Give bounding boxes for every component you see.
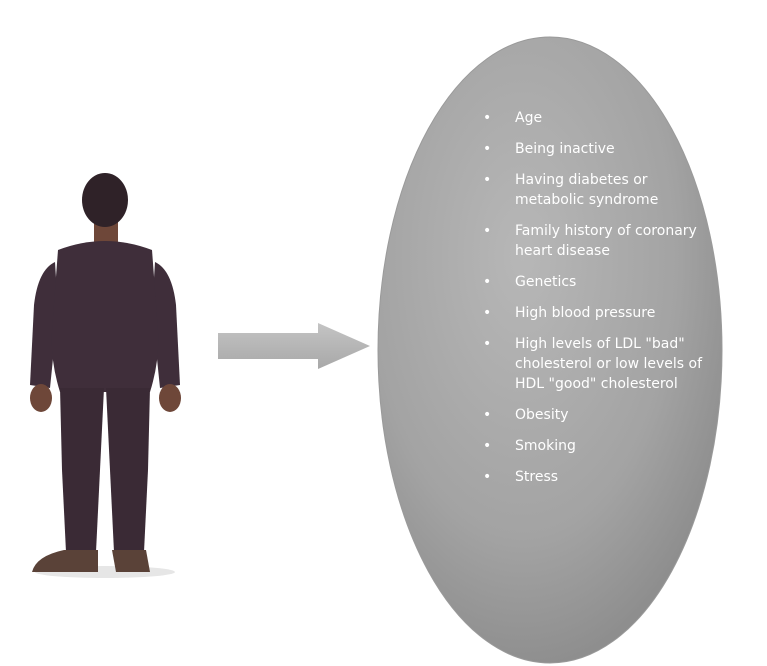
person-back-view-icon: [30, 173, 181, 578]
bullet-icon: •: [483, 469, 492, 485]
bullet-icon: •: [483, 305, 492, 321]
list-item-text: Smoking: [515, 438, 576, 454]
list-item-text: High blood pressure: [515, 305, 656, 321]
list-item-text: Being inactive: [515, 141, 615, 157]
risk-factor-list: • Age • Being inactive • Having diabetes or…: [480, 108, 710, 498]
list-item: • Obesity: [480, 405, 710, 425]
bullet-icon: •: [483, 110, 492, 126]
list-item: • Smoking: [480, 436, 710, 456]
list-item-text: Family history of coronary heart disease: [515, 223, 697, 259]
bullet-icon: •: [483, 172, 492, 188]
bullet-icon: •: [483, 438, 492, 454]
list-item-text: Obesity: [515, 407, 569, 423]
list-item-text: High levels of LDL "bad" cholesterol or …: [515, 336, 703, 392]
bullet-icon: •: [483, 141, 492, 157]
list-item: • Genetics: [480, 272, 710, 292]
list-item-text: Age: [515, 110, 543, 126]
list-item-text: Stress: [515, 469, 559, 485]
bullet-icon: •: [483, 274, 492, 290]
risk-factors-ellipse: [377, 36, 723, 664]
list-item: • Family history of coronary heart diseas…: [480, 221, 710, 261]
list-item: • Having diabetes or metabolic syndrome: [480, 170, 710, 210]
list-item: • Stress: [480, 467, 710, 487]
right-arrow-icon: [218, 323, 370, 369]
list-item-text: Having diabetes or metabolic syndrome: [515, 172, 659, 208]
bullet-icon: •: [483, 407, 492, 423]
list-item-text: Genetics: [515, 274, 577, 290]
bullet-icon: •: [483, 336, 492, 352]
list-item: • High blood pressure: [480, 303, 710, 323]
list-item: • High levels of LDL "bad" cholesterol or…: [480, 334, 710, 394]
list-item: • Age: [480, 108, 710, 128]
bullet-icon: •: [483, 223, 492, 239]
list-item: • Being inactive: [480, 139, 710, 159]
